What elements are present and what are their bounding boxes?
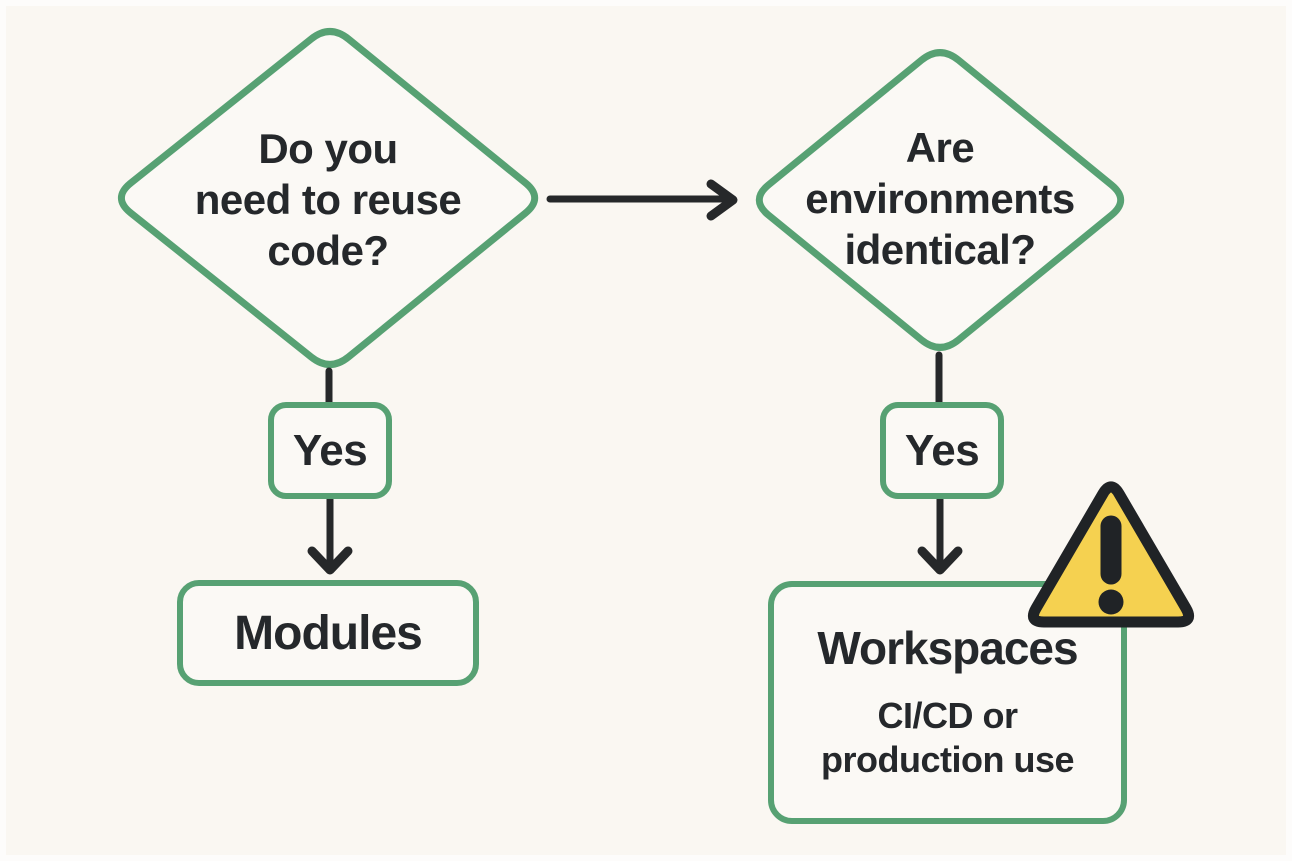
decision-reuse-line2: need to reuse <box>194 176 462 223</box>
decision-environments-line3: identical? <box>844 226 1036 273</box>
arrowhead-down-left-icon <box>307 546 353 575</box>
decision-environments-line2: environments <box>805 175 1075 222</box>
workspaces-title: Workspaces <box>817 621 1078 674</box>
decision-diamond-reuse-code <box>117 28 539 368</box>
yes-box-right: Yes <box>880 402 1004 499</box>
yes-label-right: Yes <box>904 425 980 475</box>
modules-title: Modules <box>234 606 423 660</box>
yes-label-left: Yes <box>292 425 368 475</box>
workspaces-subtitle-line2: production use <box>821 738 1075 780</box>
warning-triangle-icon <box>1027 481 1195 628</box>
decision-reuse-label: Do you need to reuse code? <box>158 123 498 276</box>
workspaces-subtitle: CI/CD or production use <box>821 694 1075 782</box>
decision-environments-line1: Are <box>905 124 975 171</box>
workspaces-subtitle-line1: CI/CD or <box>877 694 1019 736</box>
warning-exclamation-dot <box>1098 589 1124 615</box>
decision-reuse-line1: Do you <box>258 125 398 172</box>
arrowhead-right-icon <box>706 179 738 221</box>
yes-box-left: Yes <box>268 402 392 499</box>
decision-diamond-environments <box>755 49 1125 351</box>
result-box-modules: Modules <box>177 580 479 686</box>
decision-reuse-line3: code? <box>267 227 389 274</box>
arrowhead-down-right-icon <box>917 546 963 575</box>
decision-environments-label: Are environments identical? <box>770 122 1110 275</box>
